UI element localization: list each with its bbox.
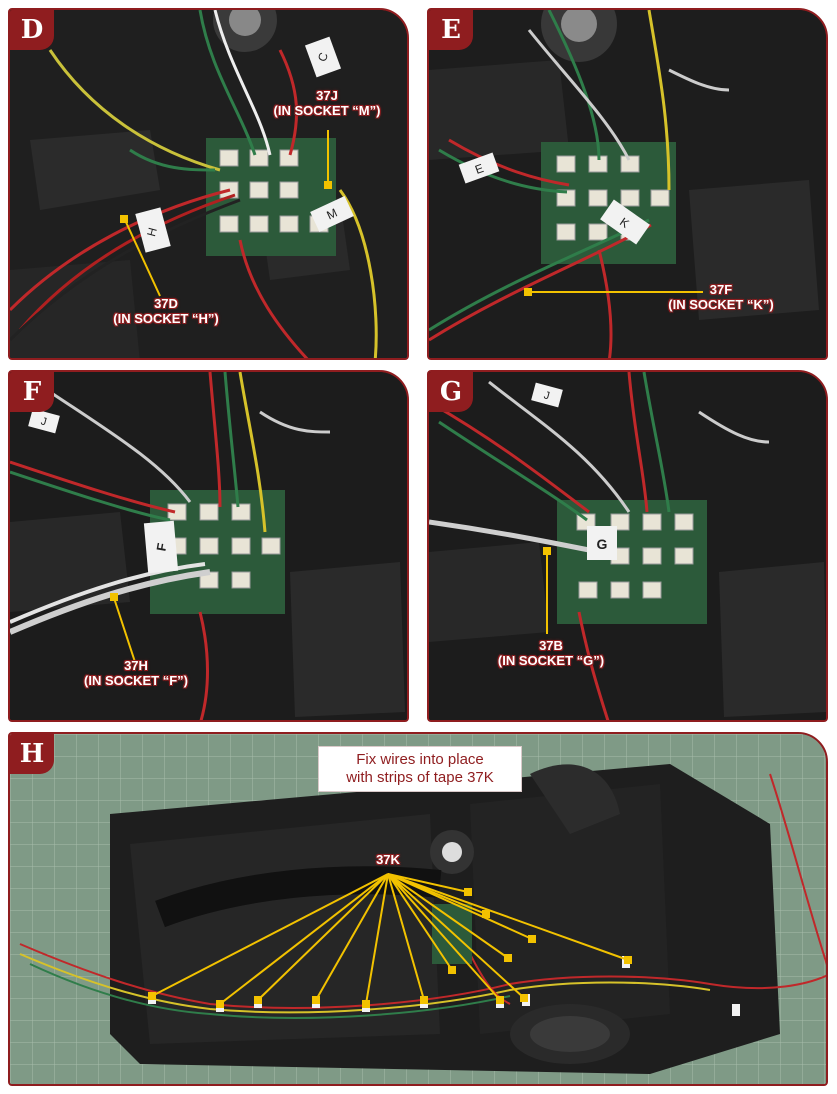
panel-f-photo: F J: [10, 372, 407, 720]
instruction-note: Fix wires into place with strips of tape…: [318, 746, 522, 792]
panel-g: G J G 37B (IN SOCKET “G”): [427, 370, 828, 722]
callout-37k-part: 37K: [376, 852, 400, 867]
callout-37b: 37B (IN SOCKET “G”): [481, 638, 621, 668]
instruction-line-2: with strips of tape 37K: [346, 769, 494, 786]
callout-37b-part: 37B: [539, 638, 563, 653]
callout-37j: 37J (IN SOCKET “M”): [262, 88, 392, 118]
panel-g-photo: G J: [429, 372, 826, 720]
step-badge-d: D: [10, 10, 54, 50]
instruction-line-1: Fix wires into place: [356, 751, 484, 768]
callout-37d: 37D (IN SOCKET “H”): [96, 296, 236, 326]
callout-37d-part: 37D: [154, 296, 178, 311]
step-badge-f: F: [10, 372, 54, 412]
callout-37b-socket: (IN SOCKET “G”): [497, 653, 605, 668]
step-badge-e: E: [429, 10, 473, 50]
panel-h: H Fix wires into place with strips of ta…: [8, 732, 828, 1086]
callout-37h: 37H (IN SOCKET “F”): [66, 658, 206, 688]
callout-37j-part: 37J: [316, 88, 338, 103]
panel-d: H M C D 37J (IN SOCKET “M”) 37D (IN SOCK…: [8, 8, 409, 360]
callout-37f: 37F (IN SOCKET “K”): [651, 282, 791, 312]
tape-label-j2: J: [543, 389, 551, 402]
panel-d-photo: H M C: [10, 10, 407, 358]
panel-f: F J F 37H (IN SOCKET “F”): [8, 370, 409, 722]
tape-label-j: J: [40, 415, 48, 428]
callout-37d-socket: (IN SOCKET “H”): [113, 311, 219, 326]
tape-label-g: G: [597, 536, 608, 552]
panel-e: K E E 37F (IN SOCKET “K”): [427, 8, 828, 360]
callout-37k: 37K: [360, 852, 416, 867]
step-badge-h: H: [10, 734, 54, 774]
callout-37f-socket: (IN SOCKET “K”): [668, 297, 774, 312]
panel-e-photo: K E: [429, 10, 826, 358]
callout-37h-part: 37H: [124, 658, 148, 673]
panel-h-photo: [10, 734, 826, 1084]
callout-37j-socket: (IN SOCKET “M”): [273, 103, 381, 118]
tape-label-h: H: [144, 226, 160, 238]
step-badge-g: G: [429, 372, 473, 412]
callout-37f-part: 37F: [709, 282, 733, 297]
tape-label-f: F: [153, 542, 169, 552]
callout-37h-socket: (IN SOCKET “F”): [84, 673, 188, 688]
